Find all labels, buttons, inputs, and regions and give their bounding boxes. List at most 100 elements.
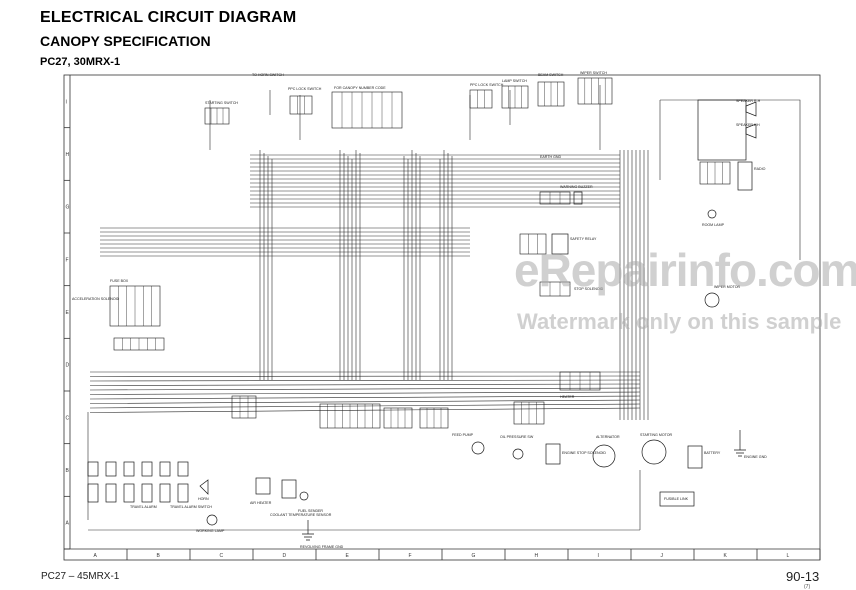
working-lamp-label: WORKING LAMP: [196, 529, 225, 533]
travel-alarm-connector: [177, 461, 189, 477]
page-title: ELECTRICAL CIRCUIT DIAGRAM: [40, 9, 297, 26]
row-label: B: [66, 468, 70, 474]
feed-pump-label: FEED PUMP: [452, 433, 474, 437]
safety-relay-connector: [519, 233, 547, 255]
center-connector-a: [319, 403, 381, 429]
travel-alarm-label: TRAVEL ALARM: [130, 505, 157, 509]
battery-label: BATTERY: [704, 451, 721, 455]
room-lamp-label: ROOM LAMP: [702, 223, 725, 227]
lower-harness-wire: [89, 395, 641, 400]
lamp-switch-connector: [501, 85, 529, 109]
lamp-switch-label: LAMP SWITCH: [502, 79, 527, 83]
ppc-lock-label: PPC LOCK SWITCH: [470, 83, 504, 87]
travel-alarm-switch-body: [141, 483, 153, 503]
speaker-r-icon: [745, 101, 757, 117]
row-label: E: [66, 310, 70, 316]
travel-alarm-switch-body: [105, 483, 117, 503]
safety-relay-label: SAFETY RELAY: [570, 237, 597, 241]
column-label: G: [472, 553, 476, 559]
row-label: F: [66, 257, 69, 263]
connector-body: [231, 395, 257, 419]
heater-connector: [559, 371, 601, 391]
page-number: 90-13: [786, 569, 820, 584]
column-label: H: [535, 553, 539, 559]
warning-buzzer-connector: [539, 191, 571, 205]
fusible-link-label: FUSIBLE LINK: [664, 497, 689, 501]
left-connector-a: [231, 395, 257, 419]
column-label: E: [346, 553, 350, 559]
heater-label: HEATER: [560, 395, 575, 399]
wiper-motor-label: WIPER MOTOR: [714, 285, 740, 289]
speaker-box: [697, 99, 747, 161]
right-connector-a: [513, 401, 545, 425]
column-label: D: [283, 553, 287, 559]
ppc-lock-connector: [469, 89, 493, 109]
radio-body: [737, 161, 753, 191]
travel-alarm-connector: [159, 461, 171, 477]
wiper-switch-connector: [577, 77, 613, 105]
horn-icon: [199, 479, 209, 495]
lower-harness-wire: [89, 387, 641, 391]
connector-body: [539, 281, 571, 297]
feed-pump-icon: [471, 441, 485, 455]
row-label: H: [66, 152, 70, 158]
travel-alarm-switch-body: [87, 483, 99, 503]
engine-stop-solenoid-icon: [545, 443, 561, 465]
travel-alarm-switch-label: TRAVEL ALARM SWITCH: [170, 505, 212, 509]
center-connector-c: [419, 407, 449, 429]
lower-harness-wire: [89, 399, 641, 404]
canopy-number-label: FOR CANOPY NUMBER CODE: [334, 86, 386, 90]
column-label: K: [724, 553, 728, 559]
accel-dial-connector: [113, 337, 165, 351]
battery-icon: [687, 445, 703, 469]
wiper-motor-icon: [704, 292, 720, 308]
starting-switch-label: STARTING SWITCH: [205, 101, 238, 105]
engine-gnd-label: ENGINE GND: [744, 455, 767, 459]
page-revision: (7): [804, 584, 811, 590]
speaker-l-icon: [745, 123, 757, 139]
lower-harness-wire: [89, 383, 641, 386]
components: [87, 77, 757, 541]
speaker-r-label: SPEAKER R.H: [736, 99, 761, 103]
column-label: F: [409, 553, 412, 559]
travel-alarm-connector: [123, 461, 135, 477]
stop-solenoid-connector: [539, 281, 571, 297]
column-label: C: [220, 553, 224, 559]
connector-body: [539, 191, 571, 205]
revolving-frame-gnd-icon: [302, 520, 314, 541]
oil-pressure-label: OIL PRESSURE SW: [500, 435, 534, 439]
earth-gnd-label: EARTH GND: [540, 155, 562, 159]
working-lamp-icon: [206, 514, 218, 526]
fuel-sender-icon: [299, 491, 309, 501]
warning-buzzer-icon: [573, 191, 583, 205]
page-subtitle: CANOPY SPECIFICATION: [40, 33, 211, 49]
stop-solenoid-label: STOP SOLENOID: [574, 287, 604, 291]
diagram-frame: [63, 74, 821, 561]
column-label: B: [157, 553, 161, 559]
radio-label: RADIO: [754, 167, 766, 171]
column-label: A: [94, 553, 98, 559]
lower-harness-wire: [89, 375, 641, 377]
travel-alarm-connector: [141, 461, 153, 477]
beam-switch-label: BEAM SWITCH: [538, 73, 564, 77]
starting-switch-connector: [204, 107, 230, 125]
fuse-box-connector: [109, 285, 161, 327]
revolving-frame-label: REVOLVING FRAME GND: [300, 545, 344, 549]
speaker-l-label: SPEAKER L.H: [736, 123, 760, 127]
connector-body: [331, 91, 403, 129]
warning-buzzer-label: WARNING BUZZER: [560, 185, 593, 189]
wire-harness: [87, 85, 801, 531]
wiper-switch-label: WIPER SWITCH: [580, 71, 607, 75]
fuse-box-label: FUSE BOX: [110, 279, 129, 283]
footer-model: PC27 – 45MRX-1: [41, 571, 120, 582]
connector-body: [289, 95, 313, 115]
engine-stop-label: ENGINE STOP SOLENOID: [562, 451, 606, 455]
canopy-number-connector: [331, 91, 403, 129]
travel-alarm-switch-body: [159, 483, 171, 503]
alternator-label: ALTERNATOR: [596, 435, 620, 439]
coolant-temp-label: COOLANT TEMPERATURE SENSOR: [270, 513, 332, 517]
fusible-link-icon: [659, 491, 695, 507]
safety-relay-body: [551, 233, 569, 255]
